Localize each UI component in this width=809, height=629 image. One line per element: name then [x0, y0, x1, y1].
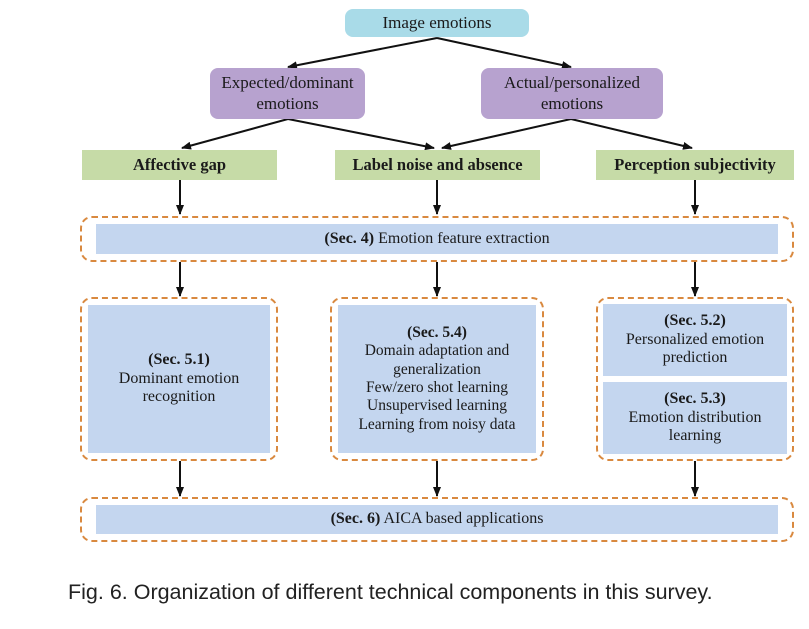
node-sec54-domain-adaptation: (Sec. 5.4) Domain adaptation and general…: [338, 305, 536, 453]
sec54-line-4: Unsupervised learning: [367, 397, 507, 415]
sec53-line-1: Emotion distribution: [628, 408, 762, 426]
sec52-ref: (Sec. 5.2): [664, 311, 726, 329]
group-sec52-53-frame: [596, 297, 794, 461]
node-sec4-emotion-feature-extraction: (Sec. 4) Emotion feature extraction: [96, 224, 778, 254]
sec51-line-1: Dominant emotion: [118, 369, 240, 387]
node-sec51-dominant-emotion-recognition: (Sec. 5.1) Dominant emotion recognition: [88, 305, 270, 453]
sec54-line-3: Few/zero shot learning: [365, 379, 509, 396]
group-sec6-frame: [80, 497, 794, 542]
sec4-text: Emotion feature extraction: [374, 229, 550, 247]
sec53-ref: (Sec. 5.3): [664, 389, 726, 407]
sec6-ref: (Sec. 6): [330, 510, 381, 528]
node-sec52-personalized-emotion-prediction: (Sec. 5.2) Personalized emotion predicti…: [603, 304, 787, 376]
node-perception-label: Perception subjectivity: [614, 155, 776, 175]
sec54-line-1: Domain adaptation and: [364, 342, 510, 360]
sec52-line-1: Personalized emotion: [625, 330, 765, 348]
node-sec6-aica-applications: (Sec. 6) AICA based applications: [96, 505, 778, 534]
arrow-image-to-actual: [436, 37, 572, 70]
sec51-line-2: recognition: [142, 388, 216, 406]
node-actual-line-1: Actual/personalized: [504, 73, 640, 93]
arrow-actual-to-perception: [570, 118, 693, 150]
arrow-actual-to-label-noise: [441, 118, 572, 150]
sec54-line-5: Learning from noisy data: [358, 415, 516, 433]
node-label-noise-label: Label noise and absence: [352, 155, 523, 175]
node-sec53-emotion-distribution-learning: (Sec. 5.3) Emotion distribution learning: [603, 382, 787, 454]
node-actual-personalized-emotions: Actual/personalized emotions: [481, 68, 663, 119]
node-label-noise-absence: Label noise and absence: [335, 150, 540, 180]
node-affective-gap: Affective gap: [82, 150, 277, 180]
group-sec54-frame: [330, 297, 544, 461]
node-affective-gap-label: Affective gap: [132, 155, 226, 175]
sec53-line-2: learning: [668, 427, 722, 445]
sec51-ref: (Sec. 5.1): [148, 350, 210, 368]
node-image-emotions-label: Image emotions: [382, 12, 492, 32]
sec54-line-2: generalization: [393, 360, 481, 378]
sec4-ref: (Sec. 4): [324, 229, 375, 247]
node-actual-line-2: emotions: [540, 93, 604, 113]
node-image-emotions: Image emotions: [345, 9, 529, 37]
node-expected-line-2: emotions: [256, 93, 319, 113]
sec6-text: AICA based applications: [380, 510, 544, 528]
node-perception-subjectivity: Perception subjectivity: [596, 150, 794, 180]
sec54-ref: (Sec. 5.4): [407, 324, 467, 342]
figure-caption: Fig. 6. Organization of different techni…: [68, 580, 713, 604]
arrow-expected-to-label-noise: [287, 118, 435, 151]
node-expected-line-1: Expected/dominant: [221, 73, 354, 93]
node-expected-dominant-emotions: Expected/dominant emotions: [210, 68, 365, 119]
group-sec51-frame: [80, 297, 278, 461]
sec52-line-2: prediction: [662, 349, 728, 367]
arrow-image-to-expected: [287, 37, 438, 70]
arrow-expected-to-affective-gap: [181, 118, 289, 150]
group-sec4-frame: [80, 216, 794, 262]
